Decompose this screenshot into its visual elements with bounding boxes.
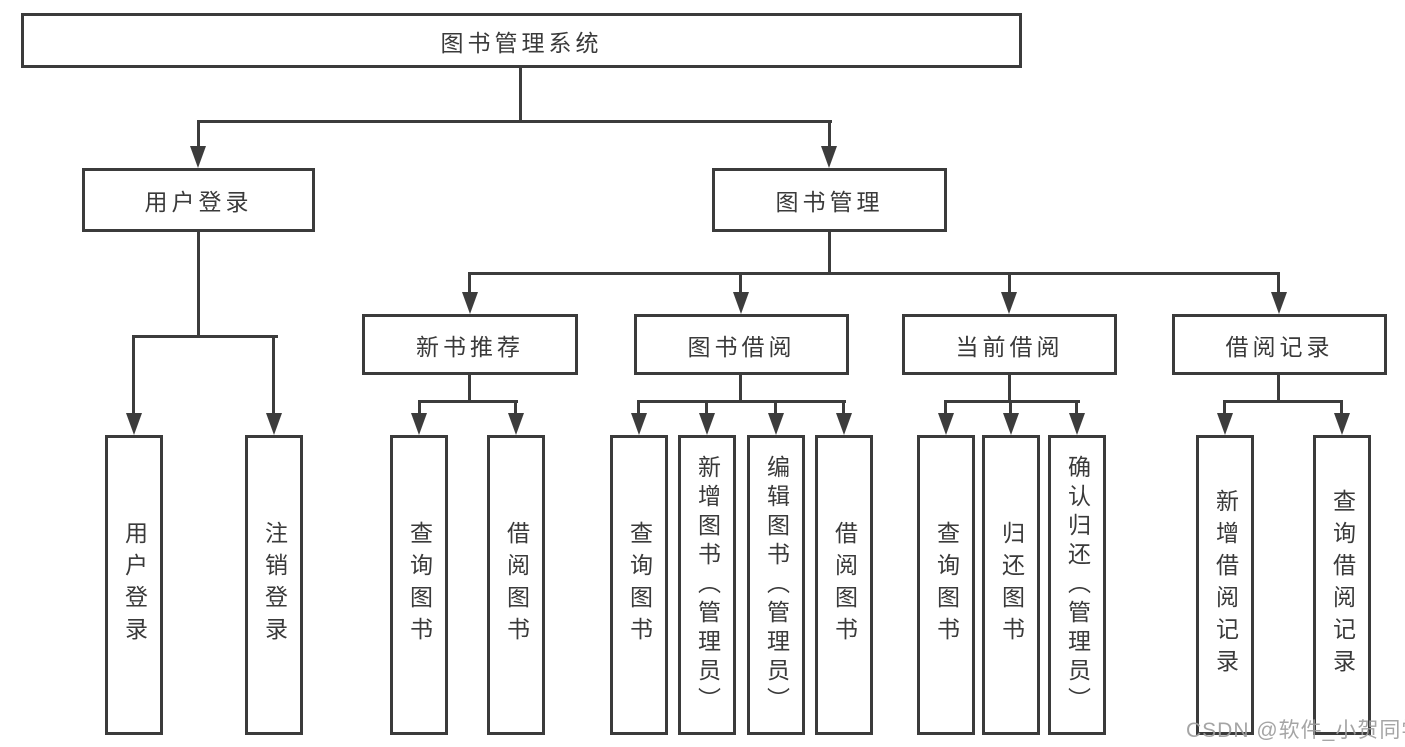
leaf-query-books-3-label: 查询图书 — [933, 521, 960, 649]
connector-line — [132, 335, 135, 417]
leaf-borrow-books-2-label: 借阅图书 — [831, 521, 858, 649]
node-user-login-label: 用户登录 — [144, 189, 253, 215]
arrow-down-icon — [938, 413, 954, 435]
connector-line — [418, 400, 518, 403]
connector-line — [828, 120, 831, 150]
arrow-down-icon — [1271, 292, 1287, 314]
arrow-down-icon — [266, 413, 282, 435]
leaf-add-books-admin: 新增图书（管理员） — [678, 435, 736, 735]
connector-line — [774, 400, 777, 418]
arrow-down-icon — [631, 413, 647, 435]
connector-line — [739, 375, 742, 403]
arrow-down-icon — [508, 413, 524, 435]
leaf-add-borrow-record-label: 新增借阅记录 — [1212, 489, 1239, 681]
leaf-return-books: 归还图书 — [982, 435, 1040, 735]
leaf-query-books-2-label: 查询图书 — [626, 521, 653, 649]
leaf-borrow-books-1: 借阅图书 — [487, 435, 545, 735]
node-root-label: 图书管理系统 — [440, 29, 603, 56]
node-borrow-records-label: 借阅记录 — [1225, 333, 1334, 360]
connector-line — [1075, 400, 1078, 418]
leaf-query-books-3: 查询图书 — [917, 435, 975, 735]
connector-line — [1008, 375, 1011, 403]
leaf-edit-books-admin-label: 编辑图书（管理员） — [763, 454, 790, 716]
node-current-borrow: 当前借阅 — [902, 314, 1117, 375]
arrow-down-icon — [699, 413, 715, 435]
arrow-down-icon — [1334, 413, 1350, 435]
connector-line — [197, 120, 200, 150]
node-book-borrow-label: 图书借阅 — [687, 333, 796, 360]
connector-line — [132, 335, 278, 338]
connector-line — [272, 335, 275, 417]
leaf-return-books-label: 归还图书 — [998, 521, 1025, 649]
connector-line — [637, 400, 846, 403]
leaf-confirm-return-admin: 确认归还（管理员） — [1048, 435, 1106, 735]
connector-line — [1223, 400, 1226, 418]
leaf-borrow-books-2: 借阅图书 — [815, 435, 873, 735]
arrow-down-icon — [126, 413, 142, 435]
watermark: CSDN @软件_小贺同学 — [1186, 719, 1405, 742]
connector-line — [944, 400, 1080, 403]
connector-line — [705, 400, 708, 418]
connector-line — [468, 272, 1280, 275]
arrow-down-icon — [1069, 413, 1085, 435]
node-user-login: 用户登录 — [82, 168, 315, 232]
leaf-logout-label: 注销登录 — [261, 521, 288, 649]
connector-line — [739, 272, 742, 296]
node-book-management-label: 图书管理 — [775, 189, 884, 215]
leaf-query-borrow-record-label: 查询借阅记录 — [1329, 489, 1356, 681]
connector-line — [1223, 400, 1343, 403]
node-book-borrow: 图书借阅 — [634, 314, 849, 375]
leaf-confirm-return-admin-label: 确认归还（管理员） — [1064, 454, 1091, 716]
leaf-add-books-admin-label: 新增图书（管理员） — [694, 454, 721, 716]
arrow-down-icon — [1003, 413, 1019, 435]
connector-line — [418, 400, 421, 418]
connector-line — [468, 272, 471, 296]
arrow-down-icon — [733, 292, 749, 314]
leaf-user-login: 用户登录 — [105, 435, 163, 735]
connector-line — [1340, 400, 1343, 418]
arrow-down-icon — [1001, 292, 1017, 314]
leaf-user-login-label: 用户登录 — [121, 521, 148, 649]
arrow-down-icon — [190, 146, 206, 168]
leaf-borrow-books-1-label: 借阅图书 — [503, 521, 530, 649]
arrow-down-icon — [768, 413, 784, 435]
node-book-management: 图书管理 — [712, 168, 947, 232]
connector-line — [519, 68, 522, 122]
connector-line — [197, 232, 200, 338]
node-new-book-recommend-label: 新书推荐 — [416, 333, 524, 360]
leaf-edit-books-admin: 编辑图书（管理员） — [747, 435, 805, 735]
leaf-add-borrow-record: 新增借阅记录 — [1196, 435, 1254, 735]
leaf-logout: 注销登录 — [245, 435, 303, 735]
connector-line — [1008, 272, 1011, 296]
connector-line — [1009, 400, 1012, 418]
connector-line — [468, 375, 471, 403]
connector-line — [1277, 272, 1280, 296]
node-new-book-recommend: 新书推荐 — [362, 314, 578, 375]
node-borrow-records: 借阅记录 — [1172, 314, 1387, 375]
arrow-down-icon — [411, 413, 427, 435]
arrow-down-icon — [836, 413, 852, 435]
connector-line — [637, 400, 640, 418]
connector-line — [197, 120, 832, 123]
arrow-down-icon — [462, 292, 478, 314]
node-root: 图书管理系统 — [21, 13, 1022, 68]
arrow-down-icon — [1217, 413, 1233, 435]
leaf-query-borrow-record: 查询借阅记录 — [1313, 435, 1371, 735]
connector-line — [944, 400, 947, 418]
connector-line — [1277, 375, 1280, 403]
node-current-borrow-label: 当前借阅 — [955, 333, 1064, 360]
arrow-down-icon — [821, 146, 837, 168]
connector-line — [514, 400, 517, 418]
leaf-query-books-1-label: 查询图书 — [406, 521, 433, 649]
connector-line — [828, 232, 831, 275]
leaf-query-books-1: 查询图书 — [390, 435, 448, 735]
leaf-query-books-2: 查询图书 — [610, 435, 668, 735]
connector-line — [842, 400, 845, 418]
